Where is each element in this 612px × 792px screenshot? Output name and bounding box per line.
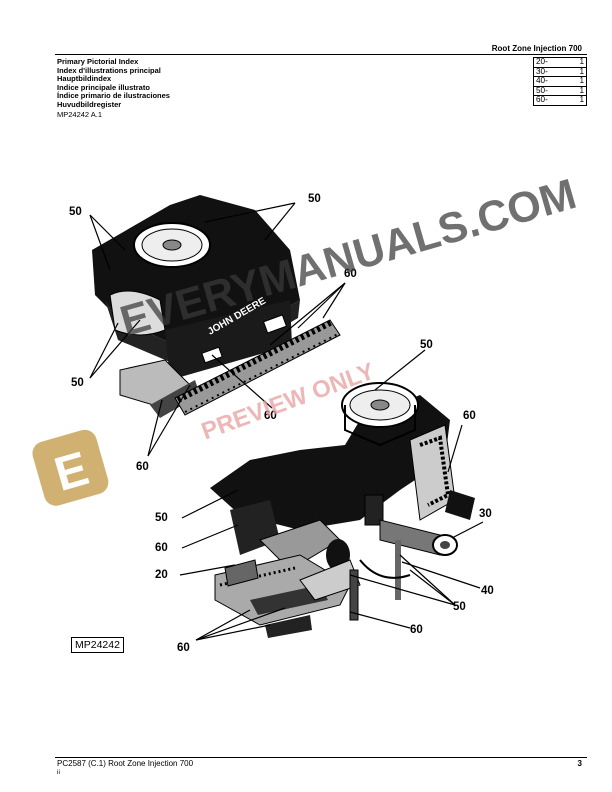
callout-number: 30: [479, 508, 492, 520]
callout-number: 50: [308, 193, 321, 205]
header-rule: [55, 54, 587, 55]
callout-number: 50: [69, 206, 82, 218]
callout-number: 50: [420, 339, 433, 351]
figure-label: MP24242: [71, 637, 124, 653]
callout-number: 60: [410, 624, 423, 636]
footer-doc-info: PC2587 (C.1) Root Zone Injection 700: [57, 759, 194, 768]
footer-rule: [55, 757, 587, 758]
header-title: Root Zone Injection 700: [491, 44, 582, 53]
index-entry: Index d'illustrations principal: [57, 65, 161, 75]
callout-number: 60: [463, 410, 476, 422]
callout-number: 40: [481, 585, 494, 597]
callout-number: 50: [71, 377, 84, 389]
section-number: 60-: [532, 95, 568, 106]
section-row[interactable]: 60-1: [532, 95, 587, 106]
index-list: Primary Pictorial Index Index d'illustra…: [57, 57, 170, 110]
callout-number: 60: [264, 410, 277, 422]
callout-number: 50: [155, 512, 168, 524]
leader-lines: [89, 202, 484, 641]
upper-machine: JOHN DEERE: [92, 195, 341, 418]
callout-number: 60: [155, 542, 168, 554]
footer-subpage: ii: [57, 769, 60, 776]
callout-number: 50: [453, 601, 466, 613]
index-entry: Primary Pictorial Index: [57, 57, 139, 66]
index-entry: Hauptbildindex: [57, 74, 112, 84]
callout-number: 60: [344, 268, 357, 280]
page-number: 3: [577, 759, 582, 768]
index-entry: Huvudbildregister: [57, 99, 122, 109]
index-entry: Índice primario de ilustraciones: [57, 91, 170, 101]
index-entry: Indice principale illustrato: [57, 82, 150, 92]
lower-machine: [210, 382, 475, 638]
reference-code: MP24242 A.1: [57, 110, 103, 119]
callout-number: 20: [155, 569, 168, 581]
section-index-table: 20-1 30-1 40-1 50-1 60-1: [532, 57, 587, 106]
callout-number: 60: [136, 461, 149, 473]
section-page: 1: [567, 95, 587, 106]
callout-number: 60: [177, 642, 190, 654]
